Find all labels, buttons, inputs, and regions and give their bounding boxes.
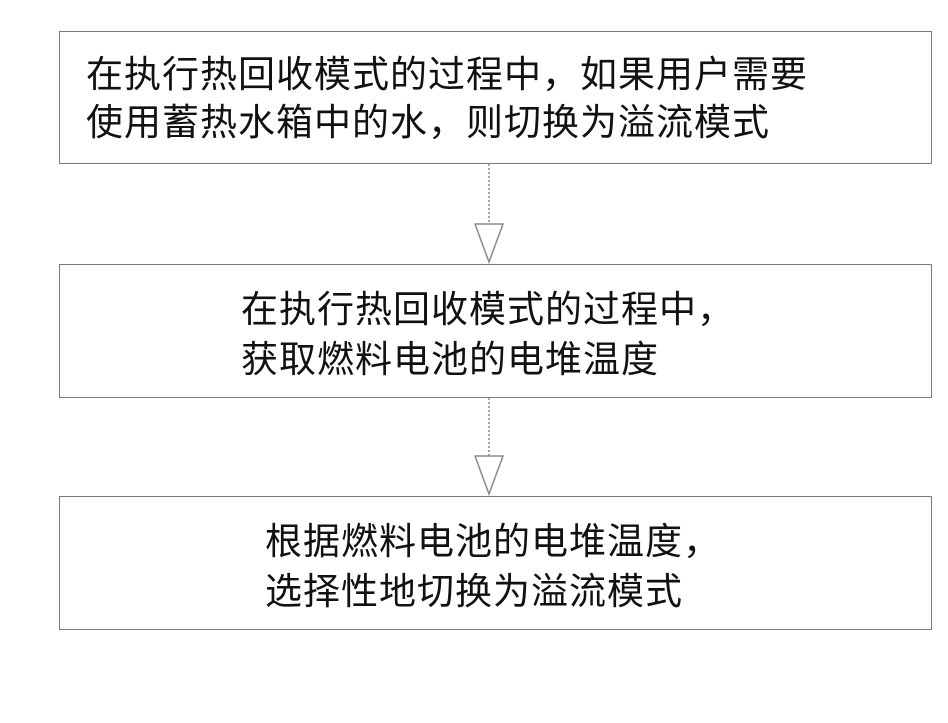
flow-arrow-1 bbox=[468, 164, 510, 264]
step-3-text-line-2: 选择性地切换为溢流模式 bbox=[265, 569, 683, 614]
step-1-box: 在执行热回收模式的过程中，如果用户需要 使用蓄热水箱中的水，则切换为溢流模式 bbox=[59, 31, 932, 164]
step-2-box: 在执行热回收模式的过程中， 获取燃料电池的电堆温度 bbox=[59, 264, 932, 398]
step-1-text-line-1: 在执行热回收模式的过程中，如果用户需要 bbox=[86, 52, 808, 97]
step-2-text-line-1: 在执行热回收模式的过程中， bbox=[241, 287, 735, 332]
step-1-text-line-2: 使用蓄热水箱中的水，则切换为溢流模式 bbox=[86, 100, 770, 145]
step-3-text-line-1: 根据燃料电池的电堆温度， bbox=[265, 519, 721, 564]
step-3-box: 根据燃料电池的电堆温度， 选择性地切换为溢流模式 bbox=[59, 496, 932, 630]
step-2-text-line-2: 获取燃料电池的电堆温度 bbox=[241, 337, 659, 382]
flow-arrow-2 bbox=[468, 398, 510, 496]
